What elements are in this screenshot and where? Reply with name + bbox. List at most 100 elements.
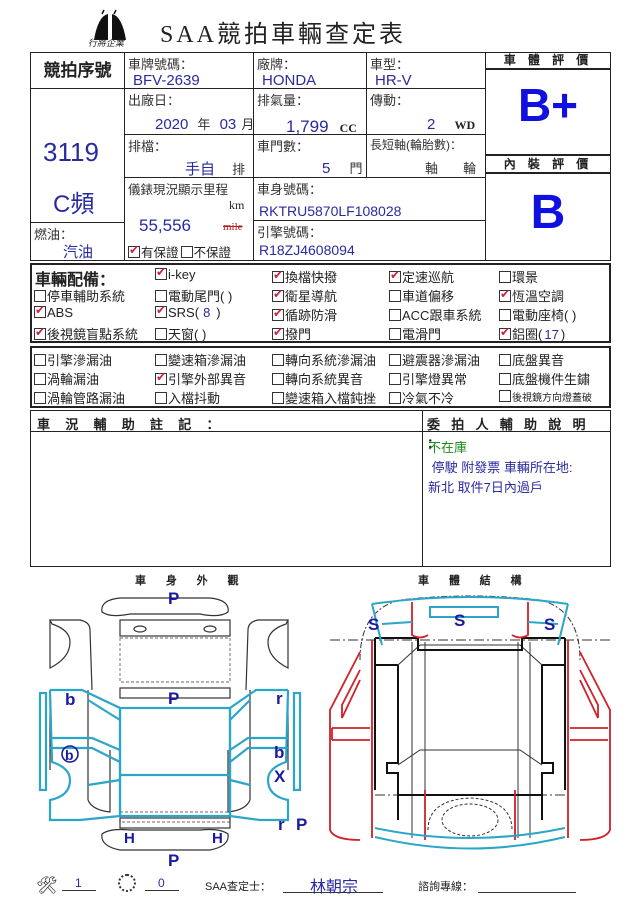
checkbox[interactable] [272, 325, 284, 340]
equip-label: 電動尾門( ) [168, 289, 233, 304]
issue-transmission-oil-leak[interactable]: 變速箱滲漏油 [155, 350, 246, 369]
checkbox[interactable] [34, 354, 46, 366]
checkbox[interactable] [389, 268, 401, 283]
hotline-label: 諮詢專線： [418, 881, 473, 893]
equip-label: 天窗( ) [168, 327, 207, 342]
checkbox[interactable] [155, 290, 167, 302]
warranty-no-checkbox[interactable] [180, 246, 193, 258]
inspector-name: 林朝宗 [310, 879, 359, 896]
issue-chassis-rust[interactable]: 底盤機件生鏽 [499, 369, 590, 388]
model-value: HR-V [375, 72, 412, 89]
checkbox[interactable] [499, 325, 511, 340]
checkbox[interactable] [389, 290, 401, 302]
issue-engine-oil-leak[interactable]: 引擎滲漏油 [34, 350, 112, 369]
interior-grade: B [530, 186, 566, 239]
checkbox[interactable] [34, 303, 46, 318]
equip-parking-assist[interactable]: 停車輔助系統 [34, 286, 125, 305]
issue-label: 底盤異音 [512, 353, 565, 368]
checkbox[interactable] [272, 268, 284, 283]
issue-chassis-noise[interactable]: 底盤異音 [499, 350, 564, 369]
checkbox[interactable] [272, 306, 284, 321]
doors-value: 5 [322, 160, 331, 177]
checkbox[interactable] [155, 354, 167, 366]
checkbox[interactable] [155, 303, 167, 318]
checkbox[interactable] [34, 325, 46, 340]
checkbox[interactable] [499, 309, 511, 321]
equip-ikey[interactable]: i-key [155, 265, 195, 282]
checkbox[interactable] [272, 373, 284, 385]
checkbox[interactable] [499, 271, 511, 283]
logo-arch-icon [94, 9, 126, 40]
equip-power-seat[interactable]: 電動座椅( ) [499, 305, 576, 324]
body-rating-label: 車 體 評 價 [485, 52, 611, 70]
engine-value: R18ZJ4608094 [259, 242, 355, 258]
warranty-yes-checkbox[interactable] [128, 243, 140, 258]
issue-transmission-harsh[interactable]: 變速箱入檔鈍挫 [272, 388, 376, 407]
checkbox[interactable] [499, 390, 511, 402]
equip-paddle-shift[interactable]: 換檔快撥 [272, 267, 337, 286]
checkbox[interactable] [272, 354, 284, 366]
equip-srs[interactable]: SRS(8) [155, 303, 221, 320]
checkbox[interactable] [34, 290, 46, 302]
checkbox[interactable] [499, 354, 511, 366]
odometer-label: 儀錶現況顯示里程 [128, 183, 229, 197]
equip-power-sliding-door[interactable]: 電滑門 [389, 324, 441, 343]
equip-label: 車道偏移 [402, 289, 455, 304]
odometer-value: 55,556 [139, 216, 191, 235]
checkbox[interactable] [389, 392, 401, 404]
issue-engine-light[interactable]: 引擎燈異常 [389, 369, 467, 388]
issue-mirror-signal-cover[interactable]: 後視鏡方向燈蓋破 [499, 389, 592, 404]
checkbox[interactable] [155, 370, 167, 385]
structure-diagram[interactable]: S S S [320, 590, 620, 860]
checkbox[interactable] [389, 354, 401, 366]
issue-turbo-oil-leak[interactable]: 渦輪漏油 [34, 369, 99, 388]
checkbox[interactable] [34, 392, 46, 404]
equip-cruise[interactable]: 定速巡航 [389, 267, 454, 286]
checkbox[interactable] [389, 309, 401, 321]
equip-traction-control[interactable]: 循跡防滑 [272, 305, 337, 324]
equip-abs[interactable]: ABS [34, 303, 73, 320]
checkbox[interactable] [389, 328, 401, 340]
checkbox[interactable] [389, 373, 401, 385]
equip-label: 循跡防滑 [285, 308, 338, 323]
issue-shock-oil-leak[interactable]: 避震器滲漏油 [389, 350, 480, 369]
srs-count: 8 [203, 305, 211, 320]
equipment-section [30, 263, 611, 343]
equip-climate-control[interactable]: 恆溫空調 [499, 286, 564, 305]
equip-lane-departure[interactable]: 車道偏移 [389, 286, 454, 305]
issue-label: 入檔抖動 [168, 391, 221, 406]
condition-notes-title: 車 況 輔 助 註 記 ： [37, 417, 226, 432]
checkbox[interactable] [499, 287, 511, 302]
equip-blind-spot[interactable]: 後視鏡盲點系統 [34, 324, 138, 343]
interior-rating-label: 內 裝 評 價 [485, 154, 611, 174]
issue-label: 變速箱入檔鈍挫 [285, 391, 377, 406]
checkbox[interactable] [499, 373, 511, 385]
issue-turbo-pipe-leak[interactable]: 渦輪管路漏油 [34, 388, 125, 407]
exterior-diagram[interactable]: P P b b r b X r P H H P [20, 590, 320, 870]
displacement-value: 1,799 [286, 117, 329, 136]
issue-steering-oil-leak[interactable]: 轉向系統滲漏油 [272, 350, 376, 369]
equip-label: 後視鏡盲點系統 [47, 327, 139, 342]
equip-alloy-wheels[interactable]: 鋁圈(17) [499, 324, 565, 343]
issue-steering-noise[interactable]: 轉向系統異音 [272, 369, 363, 388]
equip-shifter-door[interactable]: 撥門 [272, 324, 311, 343]
checkbox[interactable] [34, 373, 46, 385]
issue-label: 底盤機件生鏽 [512, 372, 591, 387]
checkbox[interactable] [272, 287, 284, 302]
checkbox[interactable] [155, 328, 167, 340]
issue-engine-external-noise[interactable]: 引擎外部異音 [155, 369, 246, 388]
brand-label: 廠牌： [257, 57, 297, 72]
checkbox[interactable] [155, 265, 167, 280]
condition-notes-area[interactable] [30, 431, 423, 567]
equip-navigation[interactable]: 衛星導航 [272, 286, 337, 305]
equip-sunroof[interactable]: 天窗( ) [155, 324, 206, 343]
issue-gear-shudder[interactable]: 入檔抖動 [155, 388, 220, 407]
equip-power-tailgate[interactable]: 電動尾門( ) [155, 286, 232, 305]
equip-acc[interactable]: ACC跟車系統 [389, 305, 481, 324]
issue-label: 引擎外部異音 [168, 372, 247, 387]
checkbox[interactable] [155, 392, 167, 404]
issue-ac-not-cold[interactable]: 冷氣不冷 [389, 388, 454, 407]
mark-left-front-door: b [65, 690, 75, 709]
equip-surround-view[interactable]: 環景 [499, 267, 538, 286]
checkbox[interactable] [272, 392, 284, 404]
